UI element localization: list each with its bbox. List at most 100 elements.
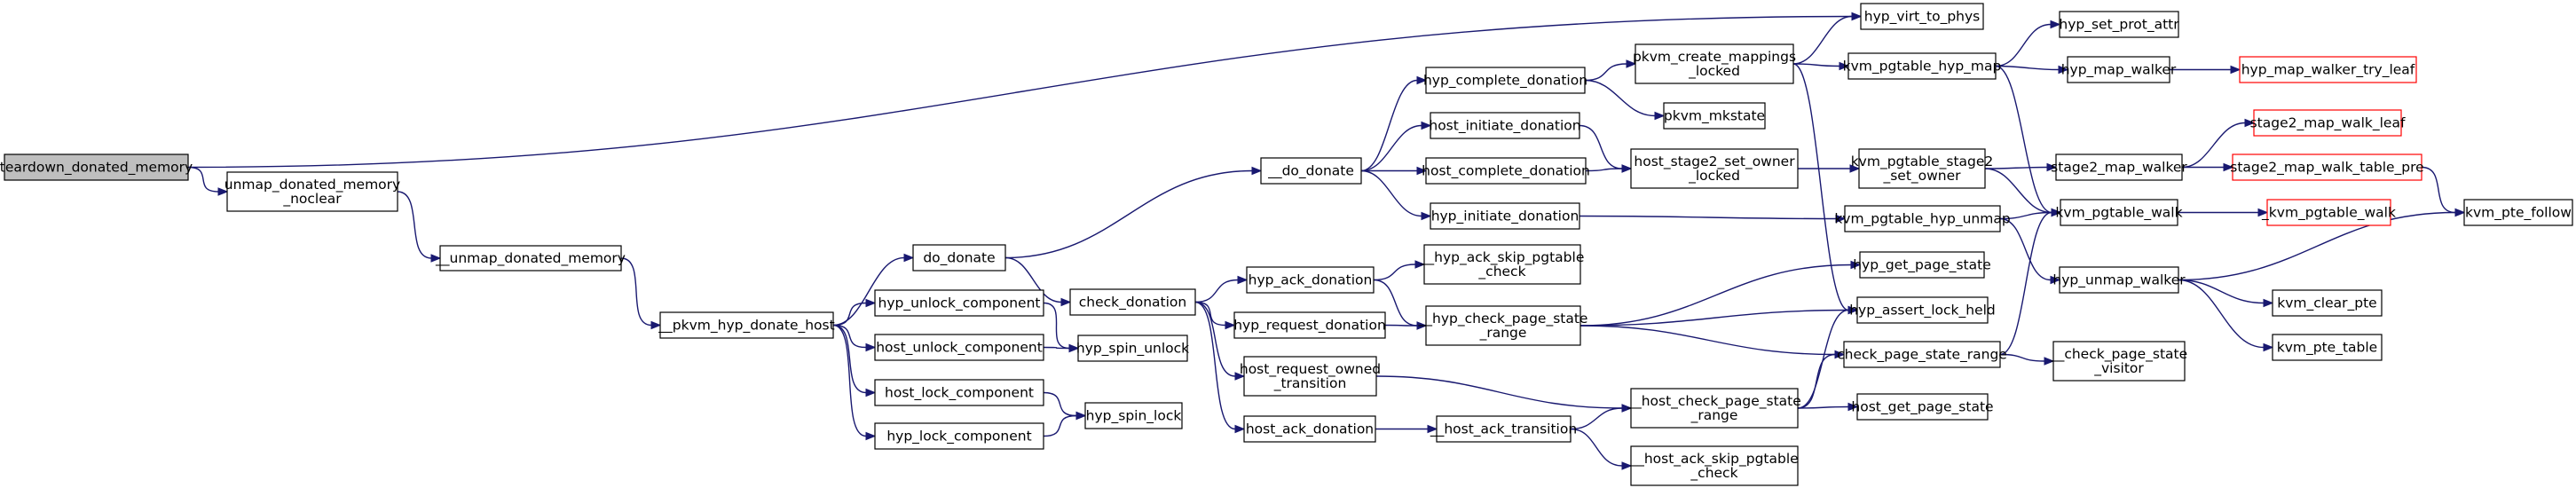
edge-hyp-unmap-walker-to-kvm-pte-table xyxy=(2178,279,2265,349)
node-hyp-request-donation[interactable]: hyp_request_donation xyxy=(1233,311,1386,339)
node-unmap-donated-memory-noclear[interactable]: unmap_donated_memory_noclear xyxy=(225,171,400,212)
node-hyp-set-prot-attr[interactable]: hyp_set_prot_attr xyxy=(2059,11,2179,38)
arrowhead xyxy=(1225,320,1236,330)
node-pkvm-create-mappings-locked[interactable]: pkvm_create_mappings_locked xyxy=(1633,43,1796,84)
node-hyp-virt-to-phys[interactable]: hyp_virt_to_phys xyxy=(1860,3,1984,30)
arrowhead xyxy=(1850,260,1862,270)
node-hyp-ack-skip-pgtable-check[interactable]: __hyp_ack_skip_pgtable_check xyxy=(1420,244,1585,285)
node-label: do_donate xyxy=(923,250,995,267)
edge-stage2-map-walk-table-pre-to-kvm-pte-follow xyxy=(2421,166,2456,214)
node-label: host_complete_donation xyxy=(1422,163,1590,180)
edge-hyp-ack-donation-to-hyp-check-page-state-range xyxy=(1373,279,1418,327)
node-label: host_ack_donation xyxy=(1246,421,1374,438)
node-box xyxy=(2052,341,2186,382)
edge-host-request-owned-transition-to-host-check-page-state-range xyxy=(1375,375,1623,409)
node-host-lock-component[interactable]: host_lock_component xyxy=(874,379,1044,406)
node-host-stage2-set-owner-locked[interactable]: host_stage2_set_owner_locked xyxy=(1630,148,1799,189)
node-kvm-pgtable-stage2-set-owner[interactable]: kvm_pgtable_stage2_set_owner xyxy=(1851,148,1994,189)
edge-kvm-pgtable-stage2-set-owner-to-kvm-pgtable-walk xyxy=(1984,168,2052,214)
node-host-ack-transition[interactable]: __host_ack_transition xyxy=(1430,415,1577,443)
node-kvm-pte-table[interactable]: kvm_pte_table xyxy=(2272,334,2383,361)
node-label: __host_ack_transition xyxy=(1430,421,1577,438)
node-hyp-ack-donation[interactable]: hyp_ack_donation xyxy=(1246,266,1375,294)
node-box xyxy=(2239,56,2417,83)
node-label: __host_check_page_state xyxy=(1627,393,1801,410)
edge-pkvm-create-mappings-locked-to-kvm-pgtable-hyp-map xyxy=(1792,63,1840,67)
node-hyp-spin-unlock[interactable]: hyp_spin_unlock xyxy=(1076,335,1189,362)
node-hyp-map-walker-try-leaf[interactable]: hyp_map_walker_try_leaf xyxy=(2239,56,2417,83)
arrowhead xyxy=(1847,402,1859,412)
node-label: __hyp_ack_skip_pgtable xyxy=(1420,249,1585,266)
node-kvm-pgtable-walk-inner[interactable]: _kvm_pgtable_walk xyxy=(2261,199,2396,226)
node-host-initiate-donation[interactable]: host_initiate_donation xyxy=(1429,112,1581,139)
node-label: hyp_map_walker_try_leaf xyxy=(2241,62,2415,79)
edge-host-unlock-component-to-hyp-spin-unlock xyxy=(1043,346,1070,350)
node-do-donate-inner[interactable]: __do_donate xyxy=(1260,157,1362,185)
node-label: hyp_unmap_walker xyxy=(2052,272,2186,289)
edge-do-donate-inner-to-host-initiate-donation xyxy=(1360,124,1422,172)
node-label: hyp_lock_component xyxy=(886,429,1031,445)
node-hyp-complete-donation[interactable]: hyp_complete_donation xyxy=(1423,67,1587,94)
node-hyp-spin-lock[interactable]: hyp_spin_lock xyxy=(1084,402,1183,429)
node-box xyxy=(874,422,1044,450)
node-box xyxy=(1069,288,1196,316)
node-check-donation[interactable]: check_donation xyxy=(1069,288,1196,316)
node-hyp-assert-lock-held[interactable]: hyp_assert_lock_held xyxy=(1849,296,1996,324)
node-pkvm-hyp-donate-host[interactable]: __pkvm_hyp_donate_host xyxy=(658,311,835,339)
node-host-get-page-state[interactable]: host_get_page_state xyxy=(1851,393,1994,421)
node-stage2-map-walk-leaf[interactable]: stage2_map_walk_leaf xyxy=(2250,109,2406,137)
node-box xyxy=(1084,402,1183,429)
node-stage2-map-walk-table-pre[interactable]: stage2_map_walk_table_pre xyxy=(2230,153,2424,181)
edge-pkvm-hyp-donate-host-to-hyp-lock-component xyxy=(832,324,867,437)
node-label: hyp_request_donation xyxy=(1233,318,1386,335)
arrowhead xyxy=(2050,275,2061,285)
edges-layer xyxy=(187,12,2466,470)
edge-check-donation-to-host-request-owned-transition xyxy=(1194,301,1236,377)
edge-host-ack-transition-to-host-ack-skip-pgtable-check xyxy=(1570,428,1623,467)
node-box xyxy=(1430,112,1580,139)
edge-pkvm-hyp-donate-host-to-host-unlock-component xyxy=(832,324,867,349)
node-host-complete-donation[interactable]: host_complete_donation xyxy=(1422,157,1590,185)
node-kvm-pgtable-walk[interactable]: kvm_pgtable_walk xyxy=(2055,199,2183,226)
node-host-unlock-component[interactable]: host_unlock_component xyxy=(874,334,1044,361)
edge-pkvm-hyp-donate-host-to-do-donate xyxy=(832,256,905,327)
arrowhead xyxy=(1849,164,1861,173)
edge-hyp-request-donation-to-hyp-check-page-state-range xyxy=(1384,324,1418,327)
edge-kvm-pgtable-hyp-unmap-to-hyp-unmap-walker xyxy=(1999,217,2052,281)
node-pkvm-mkstate[interactable]: pkvm_mkstate xyxy=(1663,102,1766,130)
node-hyp-lock-component[interactable]: hyp_lock_component xyxy=(874,422,1044,450)
node-kvm-clear-pte[interactable]: kvm_clear_pte xyxy=(2272,289,2383,317)
node-kvm-pgtable-hyp-map[interactable]: kvm_pgtable_hyp_map xyxy=(1843,52,2002,80)
node-host-ack-skip-pgtable-check[interactable]: __host_ack_skip_pgtable_check xyxy=(1629,445,1799,486)
edge-hyp-lock-component-to-hyp-spin-lock xyxy=(1043,414,1077,437)
node-check-page-state-range[interactable]: check_page_state_range xyxy=(1837,341,2007,368)
node-hyp-check-page-state-range[interactable]: __hyp_check_page_state_range xyxy=(1418,305,1588,346)
edge-check-donation-to-hyp-request-donation xyxy=(1194,301,1226,327)
node-teardown-donated-memory[interactable]: teardown_donated_memory xyxy=(0,153,193,181)
node-hyp-unmap-walker[interactable]: hyp_unmap_walker xyxy=(2052,266,2186,294)
node-host-check-page-state-range[interactable]: __host_check_page_state_range xyxy=(1627,388,1801,429)
node-host-request-owned-transition[interactable]: host_request_owned_transition xyxy=(1240,356,1381,397)
node-unmap-donated-memory[interactable]: __unmap_donated_memory xyxy=(435,245,626,272)
arrowhead xyxy=(1621,164,1633,173)
edge-teardown-donated-memory-to-hyp-virt-to-phys xyxy=(187,15,1853,169)
node-hyp-get-page-state[interactable]: hyp_get_page_state xyxy=(1853,251,1991,279)
arrowhead xyxy=(1621,461,1633,470)
arrowhead xyxy=(1851,12,1863,21)
node-box xyxy=(1077,335,1188,362)
arrowhead xyxy=(217,187,229,196)
node-box xyxy=(912,244,1006,272)
node-label: _locked xyxy=(1688,168,1740,185)
node-hyp-initiate-donation[interactable]: hyp_initiate_donation xyxy=(1430,202,1580,230)
arrowhead xyxy=(1847,305,1859,315)
node-label: hyp_initiate_donation xyxy=(1431,209,1579,225)
node-kvm-pte-follow[interactable]: kvm_pte_follow xyxy=(2463,199,2573,226)
node-kvm-pgtable-hyp-unmap[interactable]: kvm_pgtable_hyp_unmap xyxy=(1834,205,2011,232)
node-hyp-map-walker[interactable]: hyp_map_walker xyxy=(2061,56,2177,83)
node-hyp-unlock-component[interactable]: hyp_unlock_component xyxy=(874,289,1044,317)
node-do-donate[interactable]: do_donate xyxy=(912,244,1006,272)
node-check-page-state-visitor[interactable]: __check_page_state_visitor xyxy=(2050,341,2187,382)
node-stage2-map-walker[interactable]: stage2_map_walker xyxy=(2051,153,2187,181)
edge-hyp-initiate-donation-to-kvm-pgtable-hyp-unmap xyxy=(1579,215,1837,220)
node-host-ack-donation[interactable]: host_ack_donation xyxy=(1243,415,1376,443)
